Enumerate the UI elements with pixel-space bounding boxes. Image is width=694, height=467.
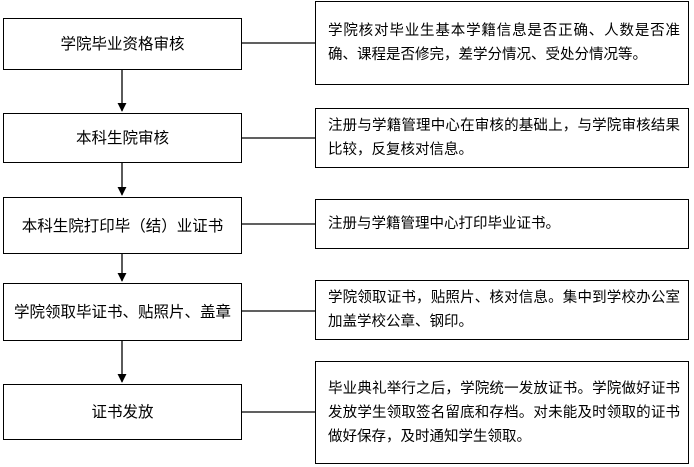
step-box-2: 本科生院审核: [3, 113, 242, 163]
note-text-1: 学院核对毕业生基本学籍信息是否正确、人数是否准确、课程是否修完，差学分情况、受处…: [328, 23, 680, 63]
note-text-4: 学院领取证书，贴照片、核对信息。集中到学校办公室加盖学校公章、钢印。: [328, 290, 680, 330]
note-box-4: 学院领取证书，贴照片、核对信息。集中到学校办公室加盖学校公章、钢印。: [315, 280, 689, 340]
step-label-2: 本科生院审核: [75, 129, 169, 147]
note-text-2: 注册与学籍管理中心在审核的基础上，与学院审核结果比较，反复核对信息。: [328, 118, 680, 158]
step-label-5: 证书发放: [91, 403, 154, 421]
note-box-3: 注册与学籍管理中心打印毕业证书。: [315, 199, 689, 249]
note-text-5: 毕业典礼举行之后，学院统一发放证书。学院做好证书发放学生领取签名留底和存档。对未…: [328, 380, 680, 445]
step-box-5: 证书发放: [3, 384, 242, 440]
step-label-1: 学院毕业资格审核: [60, 35, 185, 53]
step-label-4: 学院领取毕证书、贴照片、盖章: [14, 303, 232, 321]
note-box-5: 毕业典礼举行之后，学院统一发放证书。学院做好证书发放学生领取签名留底和存档。对未…: [315, 361, 689, 464]
note-box-2: 注册与学籍管理中心在审核的基础上，与学院审核结果比较，反复核对信息。: [315, 108, 689, 168]
step-box-3: 本科生院打印毕（结）业证书: [3, 197, 242, 254]
step-box-1: 学院毕业资格审核: [3, 18, 242, 70]
note-box-1: 学院核对毕业生基本学籍信息是否正确、人数是否准确、课程是否修完，差学分情况、受处…: [315, 1, 689, 85]
note-text-3: 注册与学籍管理中心打印毕业证书。: [328, 216, 560, 232]
step-box-4: 学院领取毕证书、贴照片、盖章: [3, 283, 242, 341]
step-label-3: 本科生院打印毕（结）业证书: [21, 216, 224, 235]
